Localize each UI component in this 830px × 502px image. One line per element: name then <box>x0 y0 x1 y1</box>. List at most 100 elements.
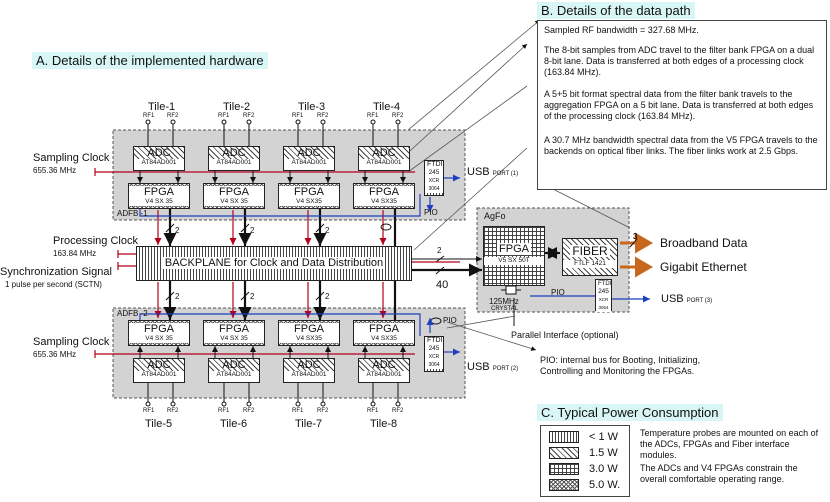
adc-part: AT84AD001 <box>291 371 327 378</box>
rf1-label: RF1 <box>143 113 155 119</box>
fpga-name: FPGA <box>129 323 189 335</box>
adc-name: ADC <box>359 147 409 159</box>
adc-name: ADC <box>359 359 409 371</box>
lane-count: 2 <box>325 226 330 235</box>
pio-note: PIO: internal bus for Booting, Initializ… <box>540 355 701 376</box>
usb-agfo-label: USB PORT (3) <box>661 293 712 305</box>
rf2-label: RF2 <box>243 113 255 119</box>
fpga-name: FPGA <box>204 186 264 198</box>
fpga-part: V4 SX35 <box>279 335 339 343</box>
tile-4-label: Tile-4 <box>373 101 401 113</box>
usb-port: PORT (3) <box>686 298 713 304</box>
usb-label: USB <box>661 293 684 305</box>
lane-count: 2 <box>175 292 180 301</box>
tile-7-label: Tile-7 <box>295 418 323 430</box>
fpga-part: V4 SX 35 <box>204 335 264 343</box>
lane-count-40: 40 <box>436 279 449 291</box>
ftdi-part1: 245 <box>596 288 611 296</box>
fpga-name: FPGA <box>279 323 339 335</box>
tile-8-label: Tile-8 <box>370 418 398 430</box>
datapath-note-3: A 5+5 bit format spectral data from the … <box>544 89 814 121</box>
rf1-label: RF1 <box>143 408 155 414</box>
section-datapath-title: B. Details of the data path <box>537 2 695 19</box>
usb-bottom-label: USB PORT (2) <box>467 361 518 373</box>
lane-count-3: 3 <box>633 232 638 241</box>
fpga-part: V4 SX35 <box>354 198 414 206</box>
power-legend: < 1 W 1.5 W 3.0 W 5.0 W. <box>540 425 630 497</box>
sampling-clock-bottom-freq: 655.36 MHz <box>33 350 77 359</box>
usb-top-label: USB PORT (1) <box>467 166 518 178</box>
pio-agfo-label: PIO <box>551 288 565 297</box>
tile-5-label: Tile-5 <box>145 418 173 430</box>
legend-label: 1.5 W <box>589 447 618 459</box>
ftdi-part2: XCR 3064 <box>425 177 443 193</box>
legend-swatch-grid <box>549 463 579 475</box>
adfb-1-label: ADFB -1 <box>117 209 148 218</box>
power-note-2: The ADCs and V4 FPGAs constrain the over… <box>640 463 798 484</box>
datapath-notes-box: Sampled RF bandwidth = 327.68 MHz. The 8… <box>537 20 827 190</box>
rf1-label: RF1 <box>292 408 304 414</box>
ftdi-part1: 245 <box>425 169 443 177</box>
rf2-label: RF2 <box>392 408 404 414</box>
tile-1-label: Tile-1 <box>148 101 176 113</box>
rf2-label: RF2 <box>392 113 404 119</box>
legend-label: 3.0 W <box>589 463 618 475</box>
adfb-2-label: ADFB -2 <box>117 309 148 318</box>
rf2-label: RF2 <box>243 408 255 414</box>
gigabit-ethernet-label: Gigabit Ethernet <box>660 260 747 274</box>
adc-name: ADC <box>284 147 334 159</box>
power-note-1: Temperature probes are mounted on each o… <box>640 428 819 460</box>
section-hardware-title: A. Details of the implemented hardware <box>32 52 268 69</box>
legend-swatch-vertical <box>549 431 579 443</box>
datapath-note-4: A 30.7 MHz bandwidth spectral data from … <box>544 135 818 156</box>
ftdi-part2: XCR 3064 <box>596 296 611 312</box>
fiber-name: FIBER <box>570 244 610 258</box>
sampling-clock-top-label: Sampling Clock <box>33 152 110 164</box>
fpga-name: FPGA <box>129 186 189 198</box>
broadband-data-label: Broadband Data <box>660 236 748 250</box>
backplane-block: BACKPLANE for Clock and Data Distributio… <box>136 246 412 281</box>
ftdi-name: FTDI <box>425 161 443 169</box>
adc-name: ADC <box>134 359 184 371</box>
legend-label: < 1 W <box>589 431 619 443</box>
adc-part: AT84AD001 <box>141 371 177 378</box>
adc-part: AT84AD001 <box>366 371 402 378</box>
fpga-name: FPGA <box>354 186 414 198</box>
legend-swatch-dots <box>549 479 579 491</box>
usb-port: PORT (1) <box>492 171 519 177</box>
rf1-label: RF1 <box>367 408 379 414</box>
adc-name: ADC <box>134 147 184 159</box>
sampling-clock-bottom-label: Sampling Clock <box>33 336 110 348</box>
sync-signal-desc: 1 pulse per second (SCTN) <box>5 280 102 289</box>
ftdi-part1: 245 <box>425 345 443 353</box>
rf1-label: RF1 <box>292 113 304 119</box>
pio-top-label: PIO <box>424 208 438 217</box>
agfo-fpga-part: V5 SX 50T <box>484 257 544 265</box>
rf2-label: RF2 <box>317 408 329 414</box>
ftdi-name: FTDI <box>425 337 443 345</box>
lane-count: 2 <box>175 226 180 235</box>
fpga-part: V4 SX 35 <box>129 198 189 206</box>
crystal-freq: 125MHz <box>489 297 519 306</box>
rf1-label: RF1 <box>218 113 230 119</box>
rf1-label: RF1 <box>218 408 230 414</box>
adc-part: AT84AD001 <box>366 159 402 166</box>
agfo-title: AgFo <box>484 211 506 221</box>
backplane-label: BACKPLANE for Clock and Data Distributio… <box>162 257 386 269</box>
lane-count: 2 <box>250 292 255 301</box>
